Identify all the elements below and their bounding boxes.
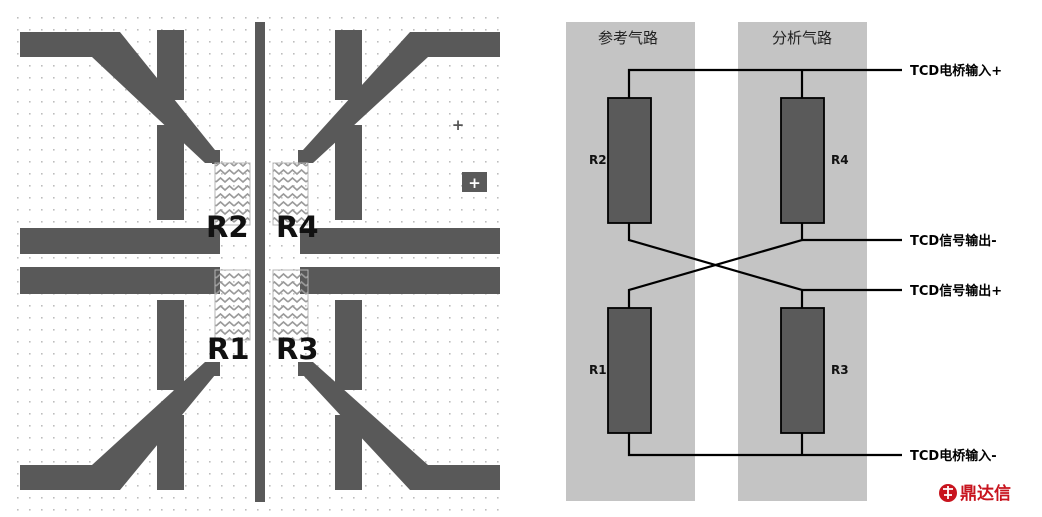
resistor-r4 xyxy=(780,97,825,224)
pad-lower-left xyxy=(157,300,184,390)
chip-label-r1: R1 xyxy=(207,332,250,366)
chip-label-r3: R3 xyxy=(276,332,319,366)
chip-label-r4: R4 xyxy=(276,210,319,244)
resistor-label-r1: R1 xyxy=(589,363,607,377)
wire-bridge-in-minus xyxy=(627,433,902,457)
wire-bridge-in-plus xyxy=(627,68,902,98)
bus-right-lower xyxy=(300,267,500,294)
serpentine-r1 xyxy=(214,269,251,341)
logo-text: 鼎达信 xyxy=(960,483,1011,504)
terminal-bridge-in-minus: TCD电桥输入- xyxy=(910,448,997,464)
serpentine-r3 xyxy=(272,269,309,341)
brand-logo: 鼎达信 xyxy=(939,483,1011,504)
resistor-label-r4: R4 xyxy=(831,153,849,167)
center-divider xyxy=(255,22,265,502)
reference-channel-title: 参考气路 xyxy=(598,29,658,47)
pad-upper-left xyxy=(157,125,184,220)
plus-marker: + xyxy=(452,116,465,134)
resistor-r1 xyxy=(607,307,652,434)
plus-box-symbol: + xyxy=(468,174,481,192)
resistor-r3 xyxy=(780,307,825,434)
bridge-resistors xyxy=(607,97,825,434)
stub-r2 xyxy=(212,150,220,164)
bridge-wires xyxy=(627,68,902,457)
pad-top-left xyxy=(157,30,184,100)
logo-mark-glyph xyxy=(943,486,953,499)
trace-top-left-lead xyxy=(20,32,215,163)
stub-r4 xyxy=(298,150,306,164)
trace-bottom-right-lead xyxy=(303,362,500,490)
stub-r1 xyxy=(212,362,220,376)
bus-left-lower xyxy=(20,267,220,294)
stub-r3 xyxy=(298,362,306,376)
wire-cross-r4-r1 xyxy=(627,223,804,308)
pad-bottom-right xyxy=(335,415,362,490)
analysis-channel-title: 分析气路 xyxy=(772,29,832,47)
metal-traces xyxy=(20,22,500,502)
resistor-r2 xyxy=(607,97,652,224)
terminal-signal-out-minus: TCD信号输出- xyxy=(910,233,997,249)
trace-top-right-lead xyxy=(303,32,500,163)
bus-right-upper xyxy=(300,228,500,254)
resistor-label-r3: R3 xyxy=(831,363,849,377)
resistor-label-r2: R2 xyxy=(589,153,607,167)
serpentine-r4 xyxy=(272,162,309,226)
terminal-bridge-in-plus: TCD电桥输入+ xyxy=(910,63,1002,79)
pad-top-right xyxy=(335,30,362,100)
terminal-signal-out-plus: TCD信号输出+ xyxy=(910,283,1002,299)
pad-lower-right xyxy=(335,300,362,390)
trace-bottom-left-lead xyxy=(20,362,215,490)
chip-layout-panel: + + R2 R4 R1 R3 xyxy=(8,8,508,513)
pad-bottom-left xyxy=(157,415,184,490)
chip-label-r2: R2 xyxy=(206,210,249,244)
pad-upper-right xyxy=(335,125,362,220)
serpentine-resistors xyxy=(214,162,309,341)
plus-box-marker xyxy=(462,172,487,192)
bridge-schematic-panel: 参考气路 分析气路 R2 R4 R1 R3 TCD电桥输入+ TCD信号输出- … xyxy=(566,22,1002,501)
serpentine-r2 xyxy=(214,162,251,226)
bus-left-upper xyxy=(20,228,220,254)
